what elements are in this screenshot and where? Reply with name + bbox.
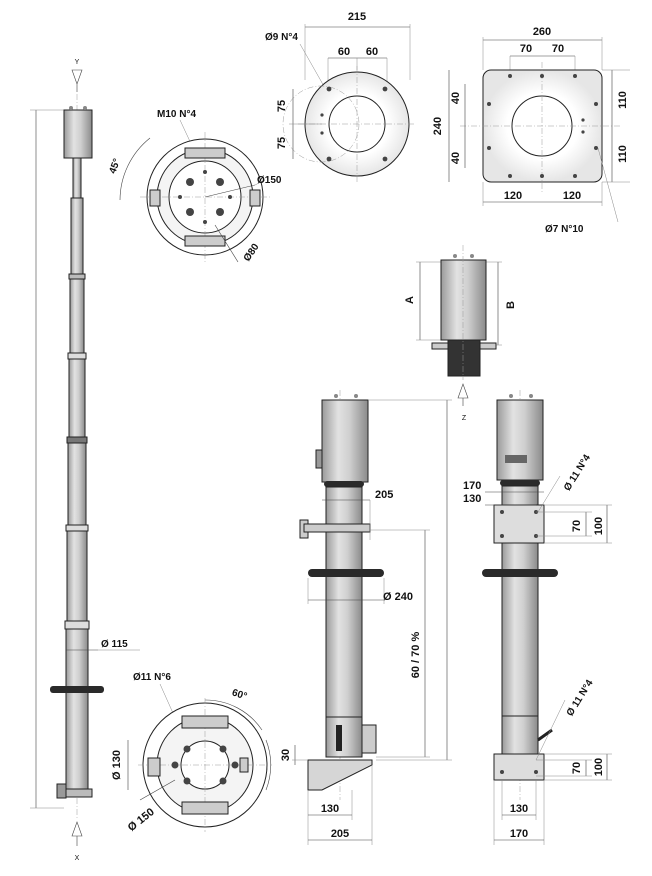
front-upper-ring (324, 481, 364, 487)
dim-round-width: 215 (348, 11, 366, 23)
left-tube-3 (68, 358, 86, 440)
round-plate-view: 215 Ø9 N°4 60 60 75 75 (265, 11, 416, 182)
bottom-section-view: Ø11 N°6 60° 60° Ø 130 Ø 150 (111, 672, 272, 834)
dim-left-dia-115: Ø 115 (101, 639, 128, 650)
dim-side-130-top: 130 (463, 493, 481, 505)
square-plate-view: 260 70 70 240 40 40 110 110 120 (432, 26, 630, 235)
label-side-hole-bottom: Ø 11 N°4 (565, 678, 596, 719)
dim-round-60-right: 60 (366, 46, 378, 58)
x-axis-label: X (75, 855, 80, 862)
left-tube-4 (67, 442, 87, 528)
dim-square-120-right: 120 (563, 190, 581, 202)
dim-front-205-top: 205 (375, 489, 393, 501)
dim-bottom-dia-150: Ø 150 (126, 806, 157, 834)
y-axis-label: Y (75, 59, 80, 66)
dim-bottom-dia-130: Ø 130 (111, 750, 123, 780)
label-square-hole: Ø7 N°10 (545, 224, 584, 235)
dim-front-205-bottom: 205 (331, 828, 349, 840)
dim-side-170-bottom: 170 (510, 828, 528, 840)
dim-square-70-left: 70 (520, 43, 532, 55)
left-tube-1 (70, 197, 84, 279)
front-rubber-ring (308, 569, 384, 577)
left-head-block (63, 109, 93, 159)
dim-square-width: 260 (533, 26, 551, 38)
dim-square-40-top: 40 (450, 92, 462, 104)
dim-square-110-bottom: 110 (617, 145, 629, 163)
dim-side-100-top: 100 (593, 517, 605, 535)
side-base-plate (493, 753, 545, 781)
left-rod (72, 157, 82, 199)
label-dim-a: A (404, 296, 416, 304)
label-round-hole: Ø9 N°4 (265, 32, 298, 43)
dim-top-dia-150: Ø150 (257, 175, 282, 186)
dim-square-40-bottom: 40 (450, 152, 462, 164)
y-axis-arrow-icon (71, 69, 83, 92)
label-side-hole-top: Ø 11 N°4 (562, 452, 593, 493)
label-thread-m10: M10 N°4 (157, 109, 196, 120)
dim-round-60-left: 60 (338, 46, 350, 58)
dim-front-dia-240: Ø 240 (383, 591, 413, 603)
dim-round-75-top: 75 (276, 100, 288, 112)
dim-square-height: 240 (432, 117, 444, 135)
z-axis-arrow-icon (457, 383, 469, 406)
dim-top-dia-80: Ø80 (242, 242, 262, 264)
front-elevation-view: 205 Ø 240 60 / 70 % 30 130 205 (280, 390, 452, 845)
x-axis-arrow-icon (71, 821, 83, 846)
left-tube-5 (66, 530, 88, 624)
left-elevation-view: Y Ø 115 X (30, 59, 140, 862)
m10-hole-pattern (178, 170, 232, 224)
label-dim-b: B (505, 301, 517, 309)
dim-front-base-30: 30 (280, 749, 292, 761)
label-bottom-hole: Ø11 N°6 (133, 672, 171, 683)
bottom-hole-pattern (171, 745, 239, 785)
dim-side-100-bottom: 100 (593, 758, 605, 776)
left-tube-6 (65, 628, 89, 790)
dim-front-stroke: 60 / 70 % (410, 632, 422, 679)
z-axis-label: Z (462, 415, 467, 422)
dim-square-70-right: 70 (552, 43, 564, 55)
left-tube-2 (69, 278, 85, 356)
dim-round-75-bottom: 75 (276, 137, 288, 149)
side-elevation-view: Ø 11 N°4 170 130 70 100 Ø 11 N°4 70 100 (463, 390, 612, 845)
top-section-view: M10 N°4 45° Ø150 Ø80 (107, 109, 281, 264)
label-bottom-angle-1: 60° (230, 687, 248, 702)
dim-side-70-top: 70 (571, 520, 583, 532)
label-angle-45: 45° (107, 157, 123, 175)
dim-square-110-top: 110 (617, 91, 629, 109)
dim-side-170-top: 170 (463, 480, 481, 492)
dim-front-130: 130 (321, 803, 339, 815)
left-rubber-ring (50, 686, 104, 693)
side-rubber-ring (482, 569, 558, 577)
dim-side-70-bottom: 70 (571, 762, 583, 774)
z-detail-view: A B Z (404, 245, 517, 422)
dim-side-130-bottom: 130 (510, 803, 528, 815)
dim-square-120-left: 120 (504, 190, 522, 202)
